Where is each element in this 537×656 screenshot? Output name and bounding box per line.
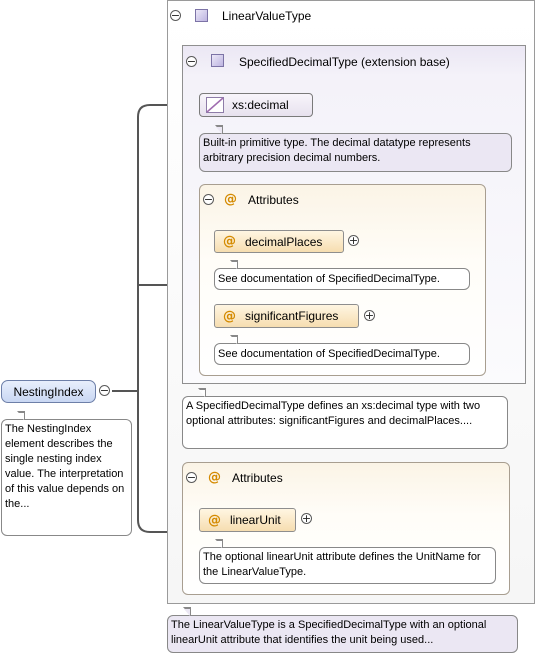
specified-decimal-type-documentation: A SpecifiedDecimalType defines an xs:dec… bbox=[182, 388, 508, 449]
attribute-name: linearUnit bbox=[230, 513, 281, 527]
attribute-icon: @ bbox=[224, 192, 237, 207]
simple-type-icon bbox=[206, 97, 224, 113]
collapse-icon[interactable]: − bbox=[203, 193, 214, 206]
attribute-documentation: See documentation of SpecifiedDecimalTyp… bbox=[214, 335, 470, 365]
attribute-documentation: See documentation of SpecifiedDecimalTyp… bbox=[214, 260, 470, 290]
attribute-icon: @ bbox=[223, 308, 236, 324]
xs-decimal-type[interactable]: xs:decimal bbox=[199, 93, 313, 117]
attribute-icon: @ bbox=[208, 512, 221, 528]
attribute-decimal-places[interactable]: @ decimalPlaces bbox=[214, 230, 344, 253]
expand-icon[interactable]: + bbox=[301, 512, 312, 525]
collapse-icon[interactable]: − bbox=[186, 471, 197, 484]
nesting-index-element[interactable]: NestingIndex bbox=[1, 380, 96, 403]
expand-icon[interactable]: + bbox=[364, 309, 375, 322]
attribute-documentation: The optional linearUnit attribute define… bbox=[199, 539, 496, 584]
linear-value-type-documentation: The LinearValueType is a SpecifiedDecima… bbox=[167, 607, 518, 653]
attribute-name: significantFigures bbox=[245, 309, 339, 323]
attribute-linear-unit[interactable]: @ linearUnit bbox=[199, 508, 296, 532]
simple-type-label: xs:decimal bbox=[232, 98, 289, 112]
complex-type-icon bbox=[195, 9, 208, 22]
collapse-icon[interactable]: − bbox=[99, 384, 110, 397]
attribute-name: decimalPlaces bbox=[245, 234, 323, 249]
attributes-title: Attributes bbox=[248, 193, 299, 207]
attribute-icon: @ bbox=[208, 470, 221, 485]
attribute-icon: @ bbox=[223, 234, 236, 249]
attribute-significant-figures[interactable]: @ significantFigures bbox=[214, 304, 359, 328]
base-type-title: SpecifiedDecimalType (extension base) bbox=[239, 55, 450, 69]
collapse-icon[interactable]: − bbox=[186, 55, 197, 68]
attributes-title: Attributes bbox=[232, 471, 283, 485]
complex-type-icon bbox=[211, 54, 224, 67]
xs-decimal-documentation: Built-in primitive type. The decimal dat… bbox=[199, 125, 512, 172]
collapse-icon[interactable]: − bbox=[170, 9, 181, 22]
expand-icon[interactable]: + bbox=[348, 234, 359, 247]
type-title: LinearValueType bbox=[222, 9, 312, 23]
element-documentation: The NestingIndex element describes the s… bbox=[1, 411, 132, 536]
element-label: NestingIndex bbox=[13, 384, 84, 399]
